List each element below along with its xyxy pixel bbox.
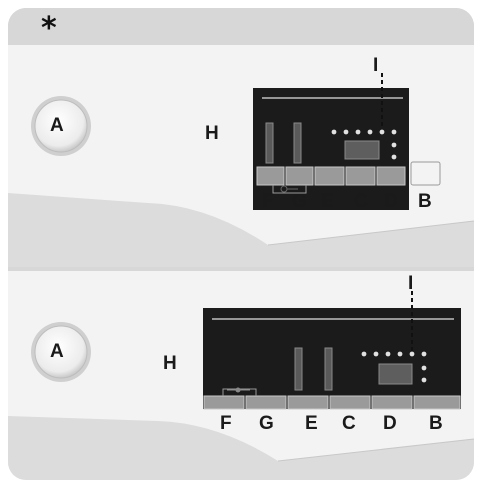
key-icon [227, 387, 250, 393]
level-bar-2 [324, 347, 333, 391]
button-e[interactable] [287, 395, 329, 410]
asterisk-symbol: * [41, 11, 57, 46]
panel-divider [8, 267, 474, 271]
button-e[interactable] [314, 166, 345, 186]
button-label-c: C [342, 413, 356, 434]
button-c[interactable] [329, 395, 371, 410]
button-label-d: D [383, 413, 397, 434]
control-panel-diagram: * [8, 8, 474, 480]
button-c[interactable] [345, 166, 376, 186]
knob-face[interactable] [34, 99, 88, 153]
button-strip [203, 395, 461, 410]
bracket-f-g [272, 185, 307, 194]
button-label-d: D [384, 191, 398, 212]
indicator-label: I [373, 55, 379, 76]
indicator-dots-side [421, 365, 427, 383]
panel-lower-surface [8, 416, 474, 480]
level-bar-1 [265, 122, 274, 164]
button-g[interactable] [285, 166, 314, 186]
panel-lower-surface [8, 193, 474, 267]
indicator-dots-side [391, 142, 397, 160]
button-label-f: F [262, 191, 274, 212]
button-label-f: F [220, 413, 232, 434]
button-b[interactable] [413, 395, 461, 410]
indicator-dots-top [361, 351, 427, 357]
button-f[interactable] [256, 166, 285, 186]
digit-display [378, 363, 413, 385]
digit-display [344, 140, 380, 160]
display-label: H [163, 353, 177, 374]
indicator-dots-top [331, 129, 397, 135]
level-bar-2 [293, 122, 302, 164]
key-icon [280, 185, 298, 193]
panel-edge-line [267, 220, 474, 246]
button-g[interactable] [245, 395, 287, 410]
panel-top-drawing [8, 45, 474, 267]
indicator-label: I [408, 273, 414, 294]
knob-label: A [50, 341, 64, 362]
button-b[interactable] [410, 161, 441, 186]
button-strip [256, 166, 406, 186]
control-panel-bottom: A H I F G E C D B [8, 271, 474, 480]
panel-edge-line [277, 438, 474, 462]
knob-face[interactable] [34, 325, 88, 379]
control-panel-top: A H I F G E C D B [8, 45, 474, 267]
display-label: H [205, 123, 219, 144]
button-label-g: G [259, 413, 274, 434]
panel-bottom-drawing [8, 271, 474, 480]
button-label-e: E [305, 413, 318, 434]
button-d[interactable] [376, 166, 406, 186]
button-d[interactable] [371, 395, 413, 410]
button-label-c: C [354, 191, 368, 212]
knob-label: A [50, 115, 64, 136]
button-label-b: B [429, 413, 443, 434]
button-label-e: E [321, 191, 334, 212]
button-f[interactable] [203, 395, 245, 410]
level-bar-1 [294, 347, 303, 391]
button-label-g: G [292, 191, 307, 212]
button-label-b: B [418, 191, 432, 212]
header-bar: * [8, 8, 474, 45]
